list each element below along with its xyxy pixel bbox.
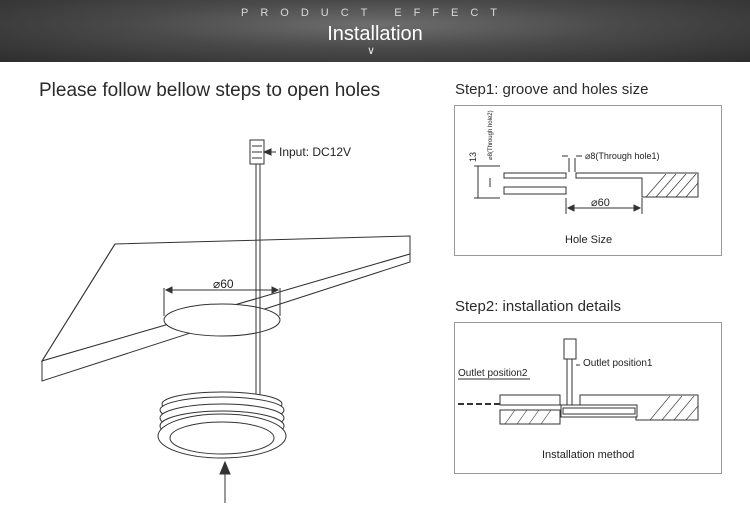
banner-title: Installation [327,23,423,45]
through-hole2-label: ⌀8(Through hole2) [488,110,494,160]
step2-heading: Step2: installation details [455,298,621,315]
step1-diameter-label: ⌀60 [591,197,610,209]
hole-size-caption: Hole Size [565,234,612,246]
cut-hole [163,303,281,337]
input-label: Input: DC12V [279,145,351,159]
outlet1-label: Outlet position1 [583,358,653,369]
main-heading: Please follow bellow steps to open holes [39,80,381,101]
diameter-label: ⌀60 [213,277,234,291]
outlet2-label: Outlet position2 [458,368,528,379]
header-banner: PRODUCT EFFECT Installation ∨ [0,0,750,62]
installation-method-caption: Installation method [542,449,634,461]
dim-13-label: 13 [468,152,478,162]
chevron-down-icon: ∨ [367,45,376,57]
through-hole1-label: ⌀8(Through hole1) [585,151,659,161]
banner-subtitle: PRODUCT EFFECT [240,7,510,19]
step1-heading: Step1: groove and holes size [455,81,649,98]
